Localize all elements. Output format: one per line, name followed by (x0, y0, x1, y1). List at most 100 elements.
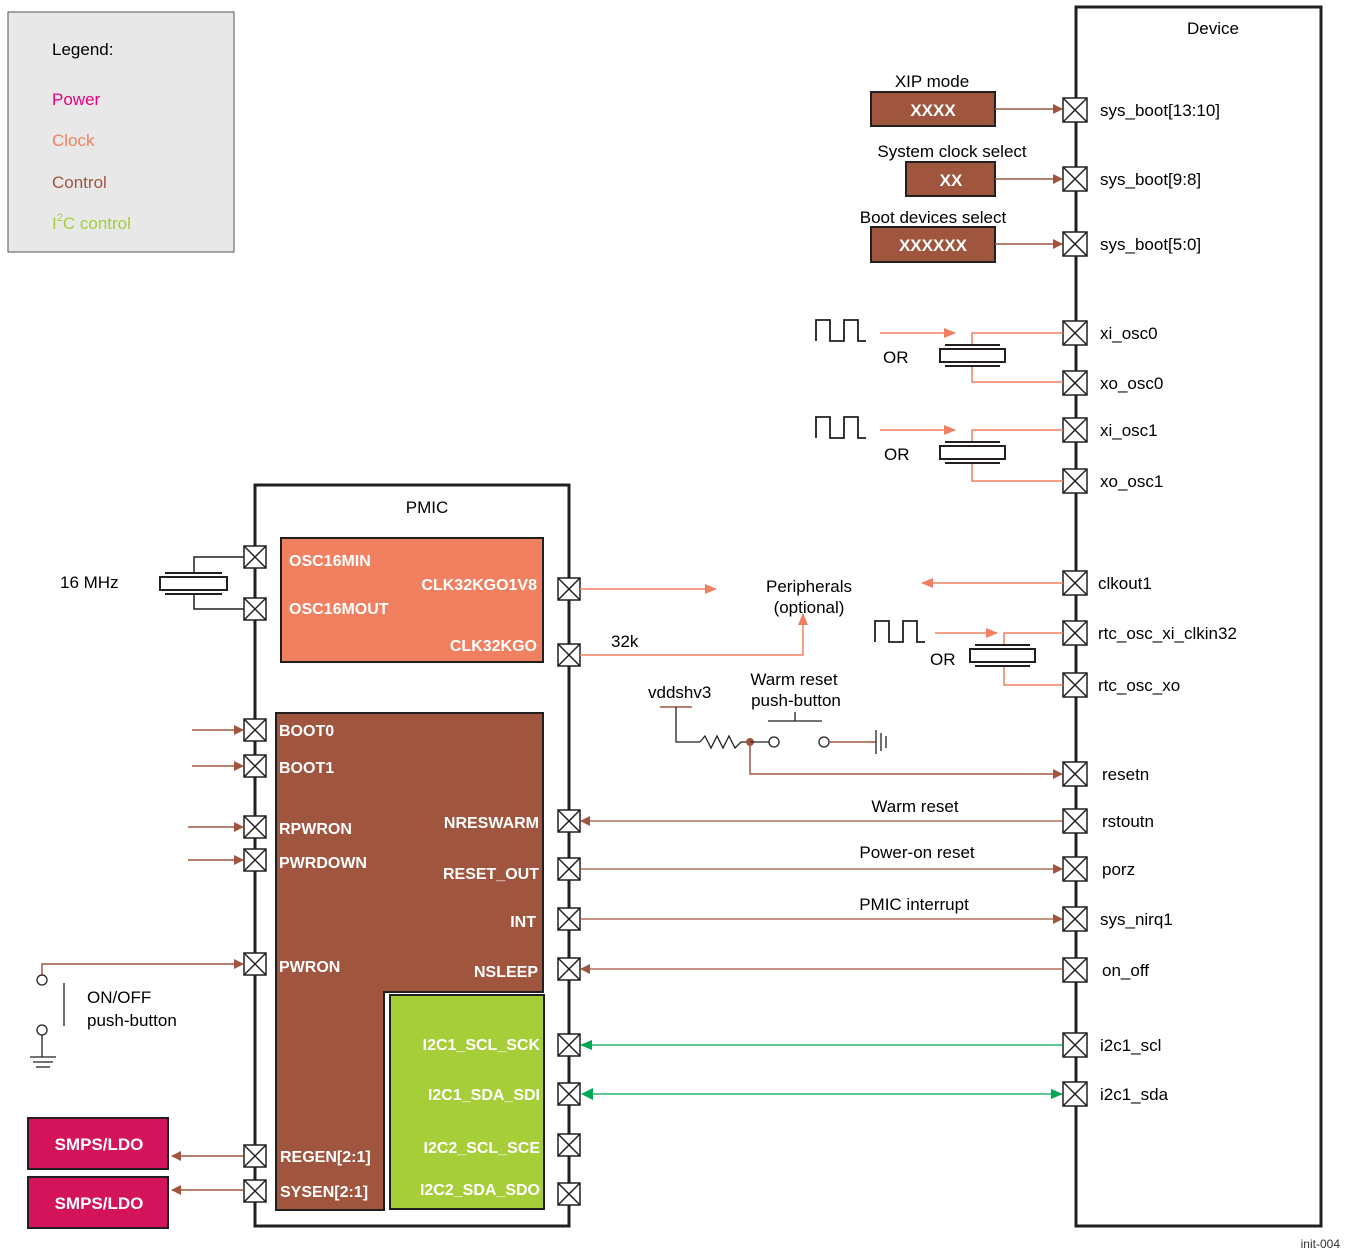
pin-label-reset-out: RESET_OUT (443, 866, 539, 883)
pin-rpwron (243, 815, 267, 839)
pmic-interrupt-label: PMIC interrupt (859, 895, 969, 914)
pin-label-rpwron: RPWRON (279, 821, 352, 838)
or-label-osc0: OR (883, 348, 909, 367)
smps-ldo-label-1: SMPS/LDO (55, 1135, 144, 1154)
pin-i2c1-scl-sck (557, 1033, 581, 1057)
or-label-rtc: OR (930, 650, 956, 669)
pin-i2c1-scl (1062, 1032, 1088, 1058)
pin-pwrdown (243, 848, 267, 872)
pin-label-xo-osc1: xo_osc1 (1100, 472, 1163, 491)
warm-reset-pb-line2: push-button (751, 691, 841, 710)
pin-label-i2c1-scl: i2c1_scl (1100, 1036, 1161, 1055)
pin-i2c2-sda-sdo (557, 1182, 581, 1206)
pin-label-sys-boot-9-8: sys_boot[9:8] (1100, 170, 1201, 189)
device-pins (1062, 97, 1088, 1107)
power-on-reset-label: Power-on reset (859, 843, 975, 862)
osc0-input-group: OR (815, 319, 1063, 383)
pin-osc16min (243, 545, 267, 569)
ground-icon (30, 1056, 56, 1068)
peripherals-label-line1: Peripherals (766, 577, 852, 596)
pin-label-boot1: BOOT1 (279, 760, 334, 777)
onoff-pushbutton-group: ON/OFF push-button (30, 959, 244, 1068)
pin-label-sys-nirq1: sys_nirq1 (1100, 910, 1173, 929)
pin-osc16mout (243, 597, 267, 621)
pin-label-i2c2-scl-sce: I2C2_SCL_SCE (424, 1140, 541, 1157)
pin-label-clkout1: clkout1 (1098, 574, 1152, 593)
crystal-icon (939, 429, 1063, 482)
legend-i2c: I2C control (52, 212, 131, 233)
pin-label-clk32kgo: CLK32KGO (450, 638, 537, 655)
smps-ldo-label-2: SMPS/LDO (55, 1194, 144, 1213)
square-wave-icon (874, 620, 925, 643)
pin-resetn (1062, 761, 1088, 787)
pin-i2c1-sda-sdi (557, 1082, 581, 1106)
warm-reset-label: Warm reset (871, 797, 958, 816)
pin-label-i2c1-sda: i2c1_sda (1100, 1085, 1169, 1104)
ground-icon (875, 730, 887, 754)
pmic-clock-block: OSC16MIN OSC16MOUT CLK32KGO1V8 CLK32KGO (280, 537, 544, 663)
sysclk-select-value: XX (940, 171, 963, 190)
peripherals-label-line2: (optional) (774, 598, 845, 617)
pin-clk32kgo (557, 643, 581, 667)
pin-label-sys-boot-5-0: sys_boot[5:0] (1100, 235, 1201, 254)
pin-regen (243, 1144, 267, 1168)
figure-id: init-004 (1301, 1237, 1341, 1251)
legend-clock: Clock (52, 131, 95, 150)
legend-title: Legend: (52, 40, 113, 59)
pin-label-pwron: PWRON (279, 959, 340, 976)
pin-sysen (243, 1179, 267, 1203)
pin-label-on-off: on_off (1102, 961, 1149, 980)
pin-rtc-osc-xi (1062, 620, 1088, 646)
pin-boot0 (243, 718, 267, 742)
pin-porz (1062, 856, 1088, 882)
pin-sys-boot-5-0 (1062, 231, 1088, 257)
xip-mode-label: XIP mode (895, 72, 969, 91)
pin-label-xi-osc0: xi_osc0 (1100, 324, 1158, 343)
legend-box: Legend: Power Clock Control I2C control (7, 11, 235, 253)
pin-sys-nirq1 (1062, 906, 1088, 932)
resetn-arrow (749, 742, 1063, 779)
or-label-osc1: OR (884, 445, 910, 464)
pin-on-off (1062, 957, 1088, 983)
pin-label-porz: porz (1102, 860, 1135, 879)
pin-int (557, 907, 581, 931)
square-wave-icon (815, 319, 866, 342)
pin-clk32kgo1v8 (557, 577, 581, 601)
pmic-control-block: BOOT0 BOOT1 RPWRON PWRDOWN PWRON REGEN[2… (275, 712, 544, 1211)
vddshv3-label: vddshv3 (648, 683, 711, 702)
k32-label: 32k (611, 632, 639, 651)
pin-label-clk32kgo1v8: CLK32KGO1V8 (421, 577, 537, 594)
pin-label-boot0: BOOT0 (279, 723, 334, 740)
clk32kgo-arrow (580, 613, 808, 656)
pin-label-sysen: SYSEN[2:1] (280, 1184, 368, 1201)
pin-label-i2c2-sda-sdo: I2C2_SDA_SDO (420, 1182, 540, 1199)
pin-label-rtc-osc-xo: rtc_osc_xo (1098, 676, 1180, 695)
pin-label-pwrdown: PWRDOWN (279, 855, 367, 872)
pin-i2c1-sda (1062, 1081, 1088, 1107)
pin-xi-osc0 (1062, 320, 1088, 346)
warm-reset-circuit: vddshv3 Warm reset push-button (648, 670, 1063, 779)
pin-label-osc16mout: OSC16MOUT (289, 601, 389, 618)
legend-control: Control (52, 173, 107, 192)
onoff-label-line1: ON/OFF (87, 988, 151, 1007)
pin-label-nsleep: NSLEEP (474, 964, 538, 981)
pin-label-i2c1-scl-sck: I2C1_SCL_SCK (423, 1037, 541, 1054)
pmic-title: PMIC (406, 498, 449, 517)
pin-rtc-osc-xo (1062, 672, 1088, 698)
crystal-16mhz-group: 16 MHz (60, 556, 244, 610)
pin-label-regen: REGEN[2:1] (280, 1149, 371, 1166)
pin-label-int: INT (510, 914, 536, 931)
pin-label-rtc-osc-xi: rtc_osc_xi_clkin32 (1098, 624, 1237, 643)
square-wave-icon (815, 416, 866, 439)
pin-clkout1 (1062, 570, 1088, 596)
boot-devices-group: Boot devices select XXXXXX (860, 208, 1063, 263)
pin-label-nreswarm: NRESWARM (444, 815, 539, 832)
rtc-osc-group: OR (874, 620, 1063, 686)
sysclk-select-group: System clock select XX (877, 142, 1063, 197)
pin-label-xi-osc1: xi_osc1 (1100, 421, 1158, 440)
warm-reset-pb-line1: Warm reset (750, 670, 837, 689)
xip-mode-value: XXXX (910, 101, 956, 120)
pin-nsleep (557, 957, 581, 981)
pin-i2c2-scl-sce (557, 1133, 581, 1157)
